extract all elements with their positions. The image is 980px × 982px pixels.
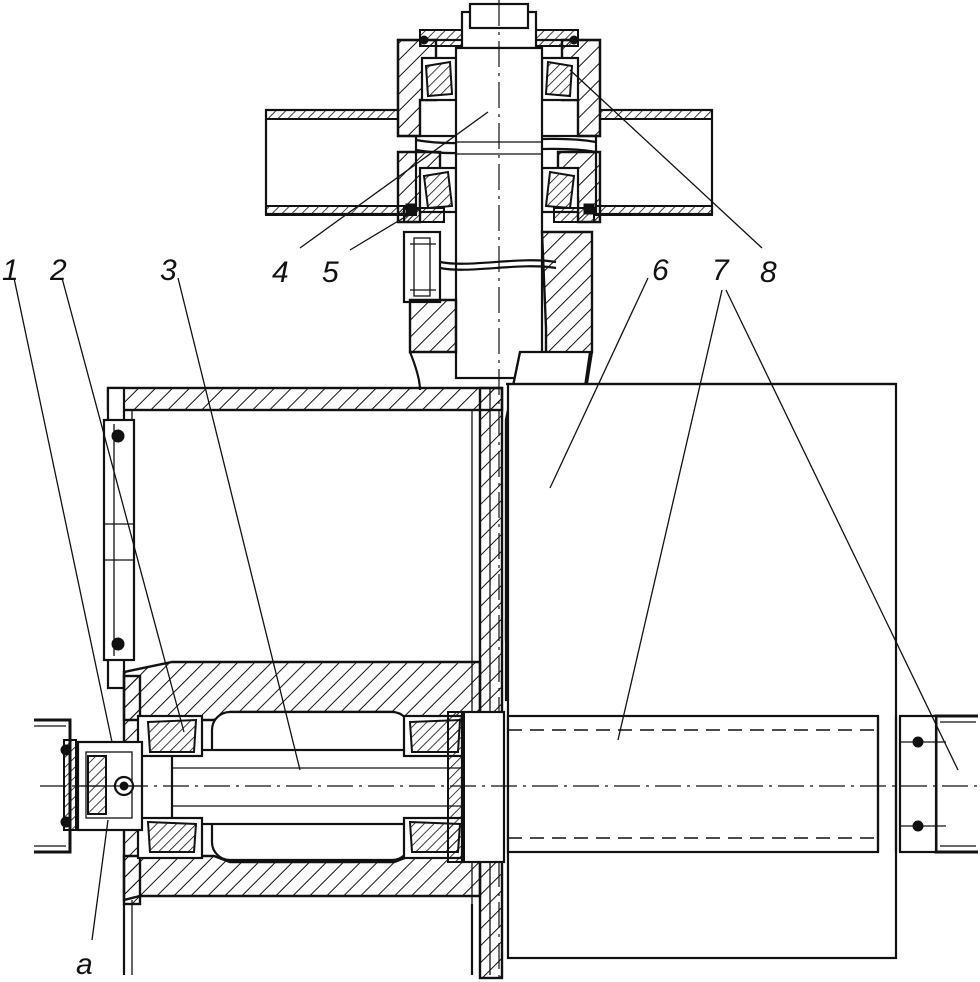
callout-labels: 1 2 3 4 5 6 7 8 a [2,254,777,981]
seal-ring [447,711,465,863]
drum-shaft [506,714,880,854]
leader-2 [61,277,185,733]
leader-1 [13,277,113,743]
axle-flange [460,710,506,864]
callout-5: 5 [322,256,339,289]
lower-bearing-left [418,166,458,214]
upper-bearing-right [540,56,580,102]
leader-a [91,819,109,941]
wheel-hub-housing [102,386,506,980]
hub-bearing-left [136,714,204,860]
clamp-bolt [402,230,458,354]
drive-drum [506,382,898,960]
frame-rail-left [34,718,77,854]
drum-outline [506,382,898,960]
leader-4 [299,111,489,249]
callout-2: 2 [49,254,67,287]
callout-3: 3 [160,254,177,287]
leader-lines [13,69,959,941]
lower-bearing-right [540,166,580,214]
callout-a: a [76,948,93,981]
cover-plate [102,418,136,662]
callout-8: 8 [760,256,777,289]
kingpin-shaft [439,46,557,380]
upper-bearing-left [420,56,458,102]
leader-5 [349,207,421,251]
leader-6 [549,277,649,489]
leader-7a [617,289,723,741]
frame-rail-right [898,714,978,854]
lower-bearing-housing [396,150,602,224]
callout-4: 4 [272,256,289,289]
callout-6: 6 [652,254,669,287]
leader-7b [725,289,959,771]
leader-3 [177,277,301,771]
callout-7: 7 [712,254,730,287]
leader-8 [569,69,763,249]
callout-1: 1 [2,254,19,287]
